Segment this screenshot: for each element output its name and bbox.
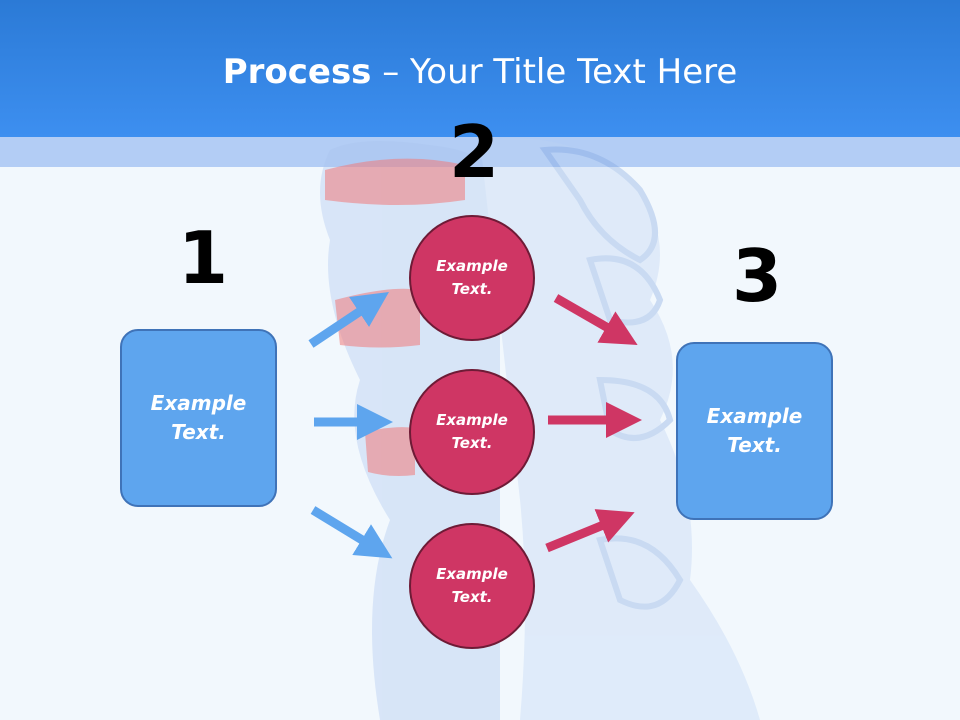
arrow-from-circle-top bbox=[553, 294, 638, 345]
arrow-from-circle-bottom bbox=[545, 509, 635, 553]
step-number-1: 1 bbox=[178, 216, 229, 300]
arrow-to-circle-top bbox=[308, 292, 389, 348]
slide-title: Process – Your Title Text Here bbox=[222, 52, 738, 92]
step-number-2: 2 bbox=[449, 110, 500, 194]
header-bar bbox=[0, 0, 960, 137]
arrow-to-circle-bottom bbox=[310, 506, 393, 559]
header-band bbox=[0, 137, 960, 167]
step-number-3: 3 bbox=[732, 234, 783, 318]
